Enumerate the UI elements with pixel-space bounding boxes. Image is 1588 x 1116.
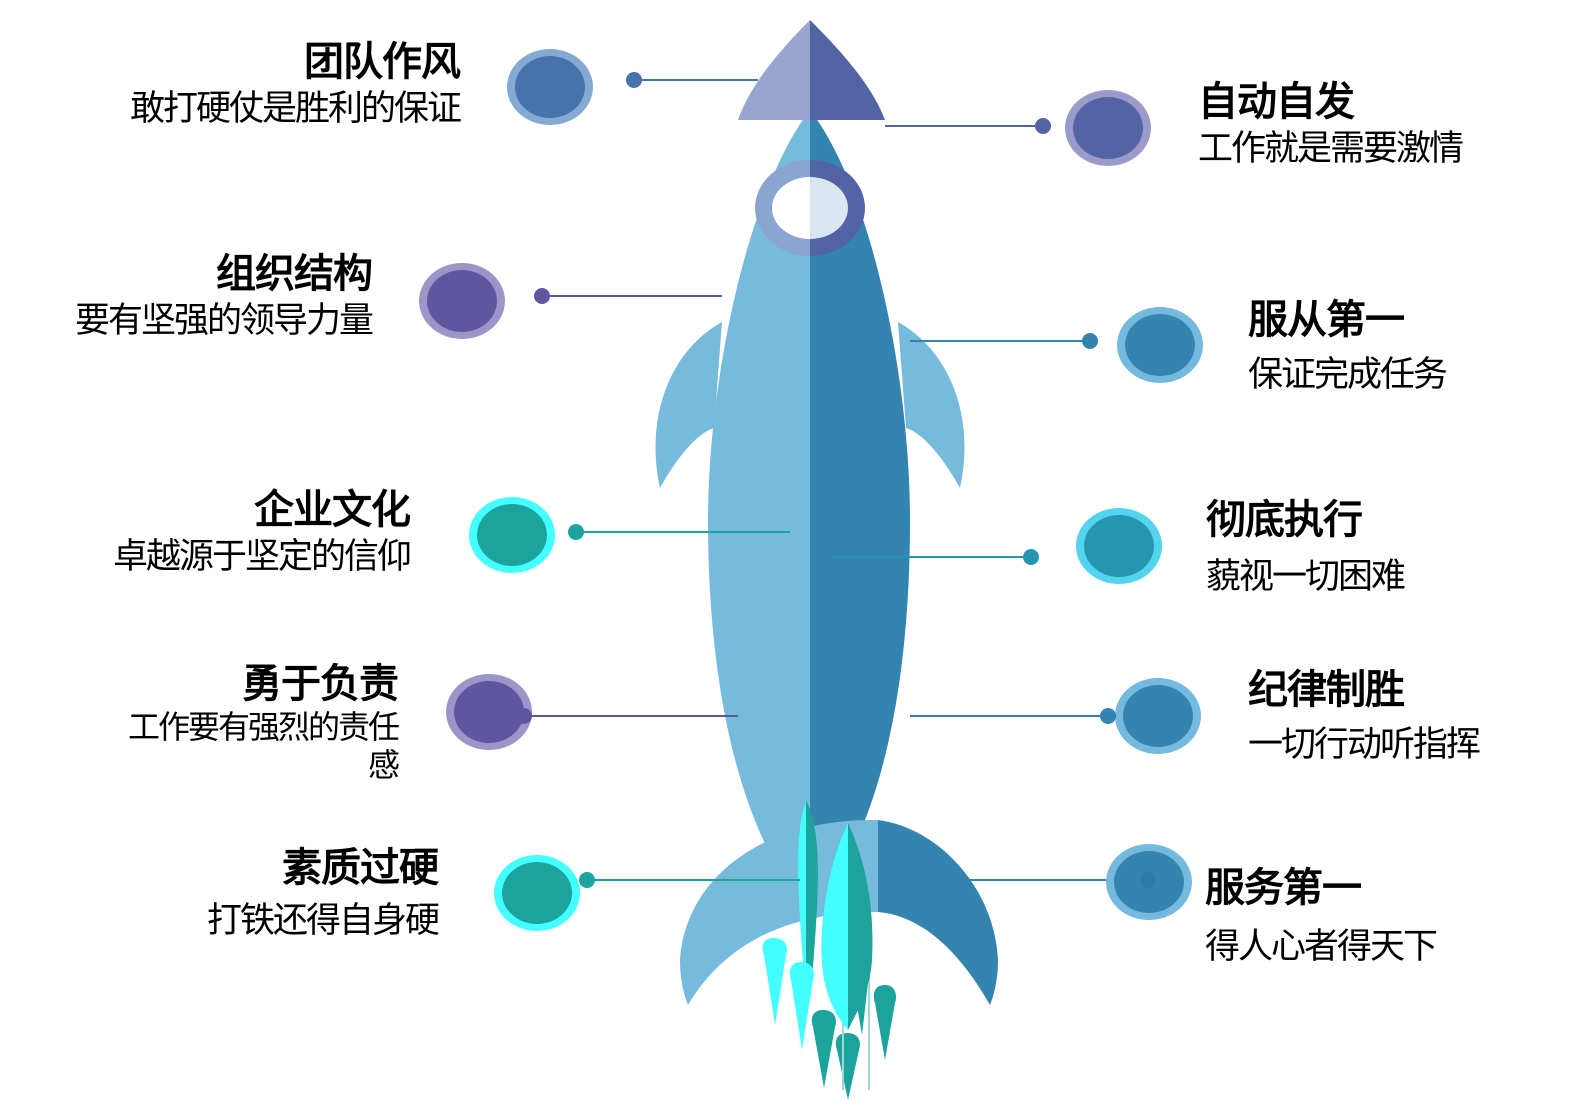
rocket-right-fin (898, 322, 965, 488)
flame (762, 938, 787, 1025)
item-subtitle: 打铁还得自身硬 (206, 901, 440, 941)
item-title: 素质过硬 (282, 845, 439, 891)
flame (873, 985, 896, 1060)
flame (835, 1033, 860, 1100)
item-title: 自动自发 (1198, 79, 1355, 125)
badge-circle-2 (1065, 90, 1151, 166)
connector-7 (516, 708, 738, 724)
rocket-body-left (708, 110, 810, 880)
badge-circle-7 (446, 674, 532, 750)
badge-circle-9 (494, 855, 595, 931)
item-responsibility: 勇于负责 工作要有强烈的责任 感 (127, 660, 400, 784)
item-team-style: 团队作风 敢打硬仗是胜利的保证 (129, 38, 462, 132)
item-subtitle: 工作要有强烈的责任 (127, 708, 400, 746)
item-quality: 素质过硬 打铁还得自身硬 (206, 844, 440, 944)
central-booster-light (821, 823, 848, 1030)
window-glass-right (810, 177, 848, 239)
item-subtitle: 得人心者得天下 (1205, 927, 1438, 967)
badge-circle-5 (469, 497, 555, 573)
rocket-bottom-fin-right (878, 820, 998, 1005)
badge-circle-1 (507, 49, 593, 125)
exhaust-flames (762, 800, 896, 1100)
item-title: 服从第一 (1248, 297, 1405, 343)
item-title: 服务第一 (1205, 865, 1362, 911)
rocket-left-fin (655, 322, 722, 488)
flame (789, 962, 814, 1050)
item-subtitle: 卓越源于坚定的信仰 (112, 537, 412, 577)
window-glass-left (772, 177, 810, 239)
connector-3 (534, 288, 722, 304)
rocket-nose-right (810, 20, 885, 120)
item-title: 企业文化 (254, 487, 411, 533)
item-obedience: 服从第一 保证完成任务 (1248, 296, 1448, 398)
connector-5 (568, 524, 790, 540)
item-subtitle: 藐视一切困难 (1206, 557, 1406, 597)
connector-1 (626, 72, 758, 88)
item-title: 勇于负责 (242, 661, 399, 707)
item-subtitle: 保证完成任务 (1248, 355, 1448, 395)
item-title: 团队作风 (304, 39, 461, 85)
badge-circle-10 (1106, 844, 1192, 920)
item-corporate-culture: 企业文化 卓越源于坚定的信仰 (112, 486, 412, 580)
item-subtitle: 工作就是需要激情 (1198, 129, 1464, 169)
badge-circle-8 (1100, 678, 1201, 754)
item-title: 组织结构 (216, 251, 373, 297)
flame (811, 1010, 836, 1088)
item-subtitle: 敢打硬仗是胜利的保证 (129, 89, 462, 129)
badge-circle-6 (1076, 508, 1162, 584)
connector-2 (885, 118, 1051, 134)
item-title: 彻底执行 (1206, 497, 1363, 543)
badge-circle-3 (419, 263, 505, 339)
item-subtitle: 要有坚强的领导力量 (74, 301, 374, 341)
item-title: 纪律制胜 (1248, 667, 1405, 713)
connector-6 (832, 549, 1039, 565)
item-discipline: 纪律制胜 一切行动听指挥 (1248, 666, 1481, 768)
connector-4 (910, 333, 1098, 349)
item-subtitle-wrap: 感 (367, 746, 400, 784)
flame (798, 800, 806, 1000)
rocket-body-right (810, 110, 910, 880)
item-subtitle: 一切行动听指挥 (1248, 725, 1481, 765)
rocket-bottom-fin-left (680, 819, 878, 1005)
item-execution: 彻底执行 藐视一切困难 (1206, 496, 1406, 600)
item-self-motivation: 自动自发 工作就是需要激情 (1198, 78, 1464, 172)
item-organization: 组织结构 要有坚强的领导力量 (74, 250, 374, 344)
item-service: 服务第一 得人心者得天下 (1205, 864, 1438, 970)
badge-circle-4 (1117, 307, 1203, 383)
rocket-nose-left (738, 20, 810, 120)
